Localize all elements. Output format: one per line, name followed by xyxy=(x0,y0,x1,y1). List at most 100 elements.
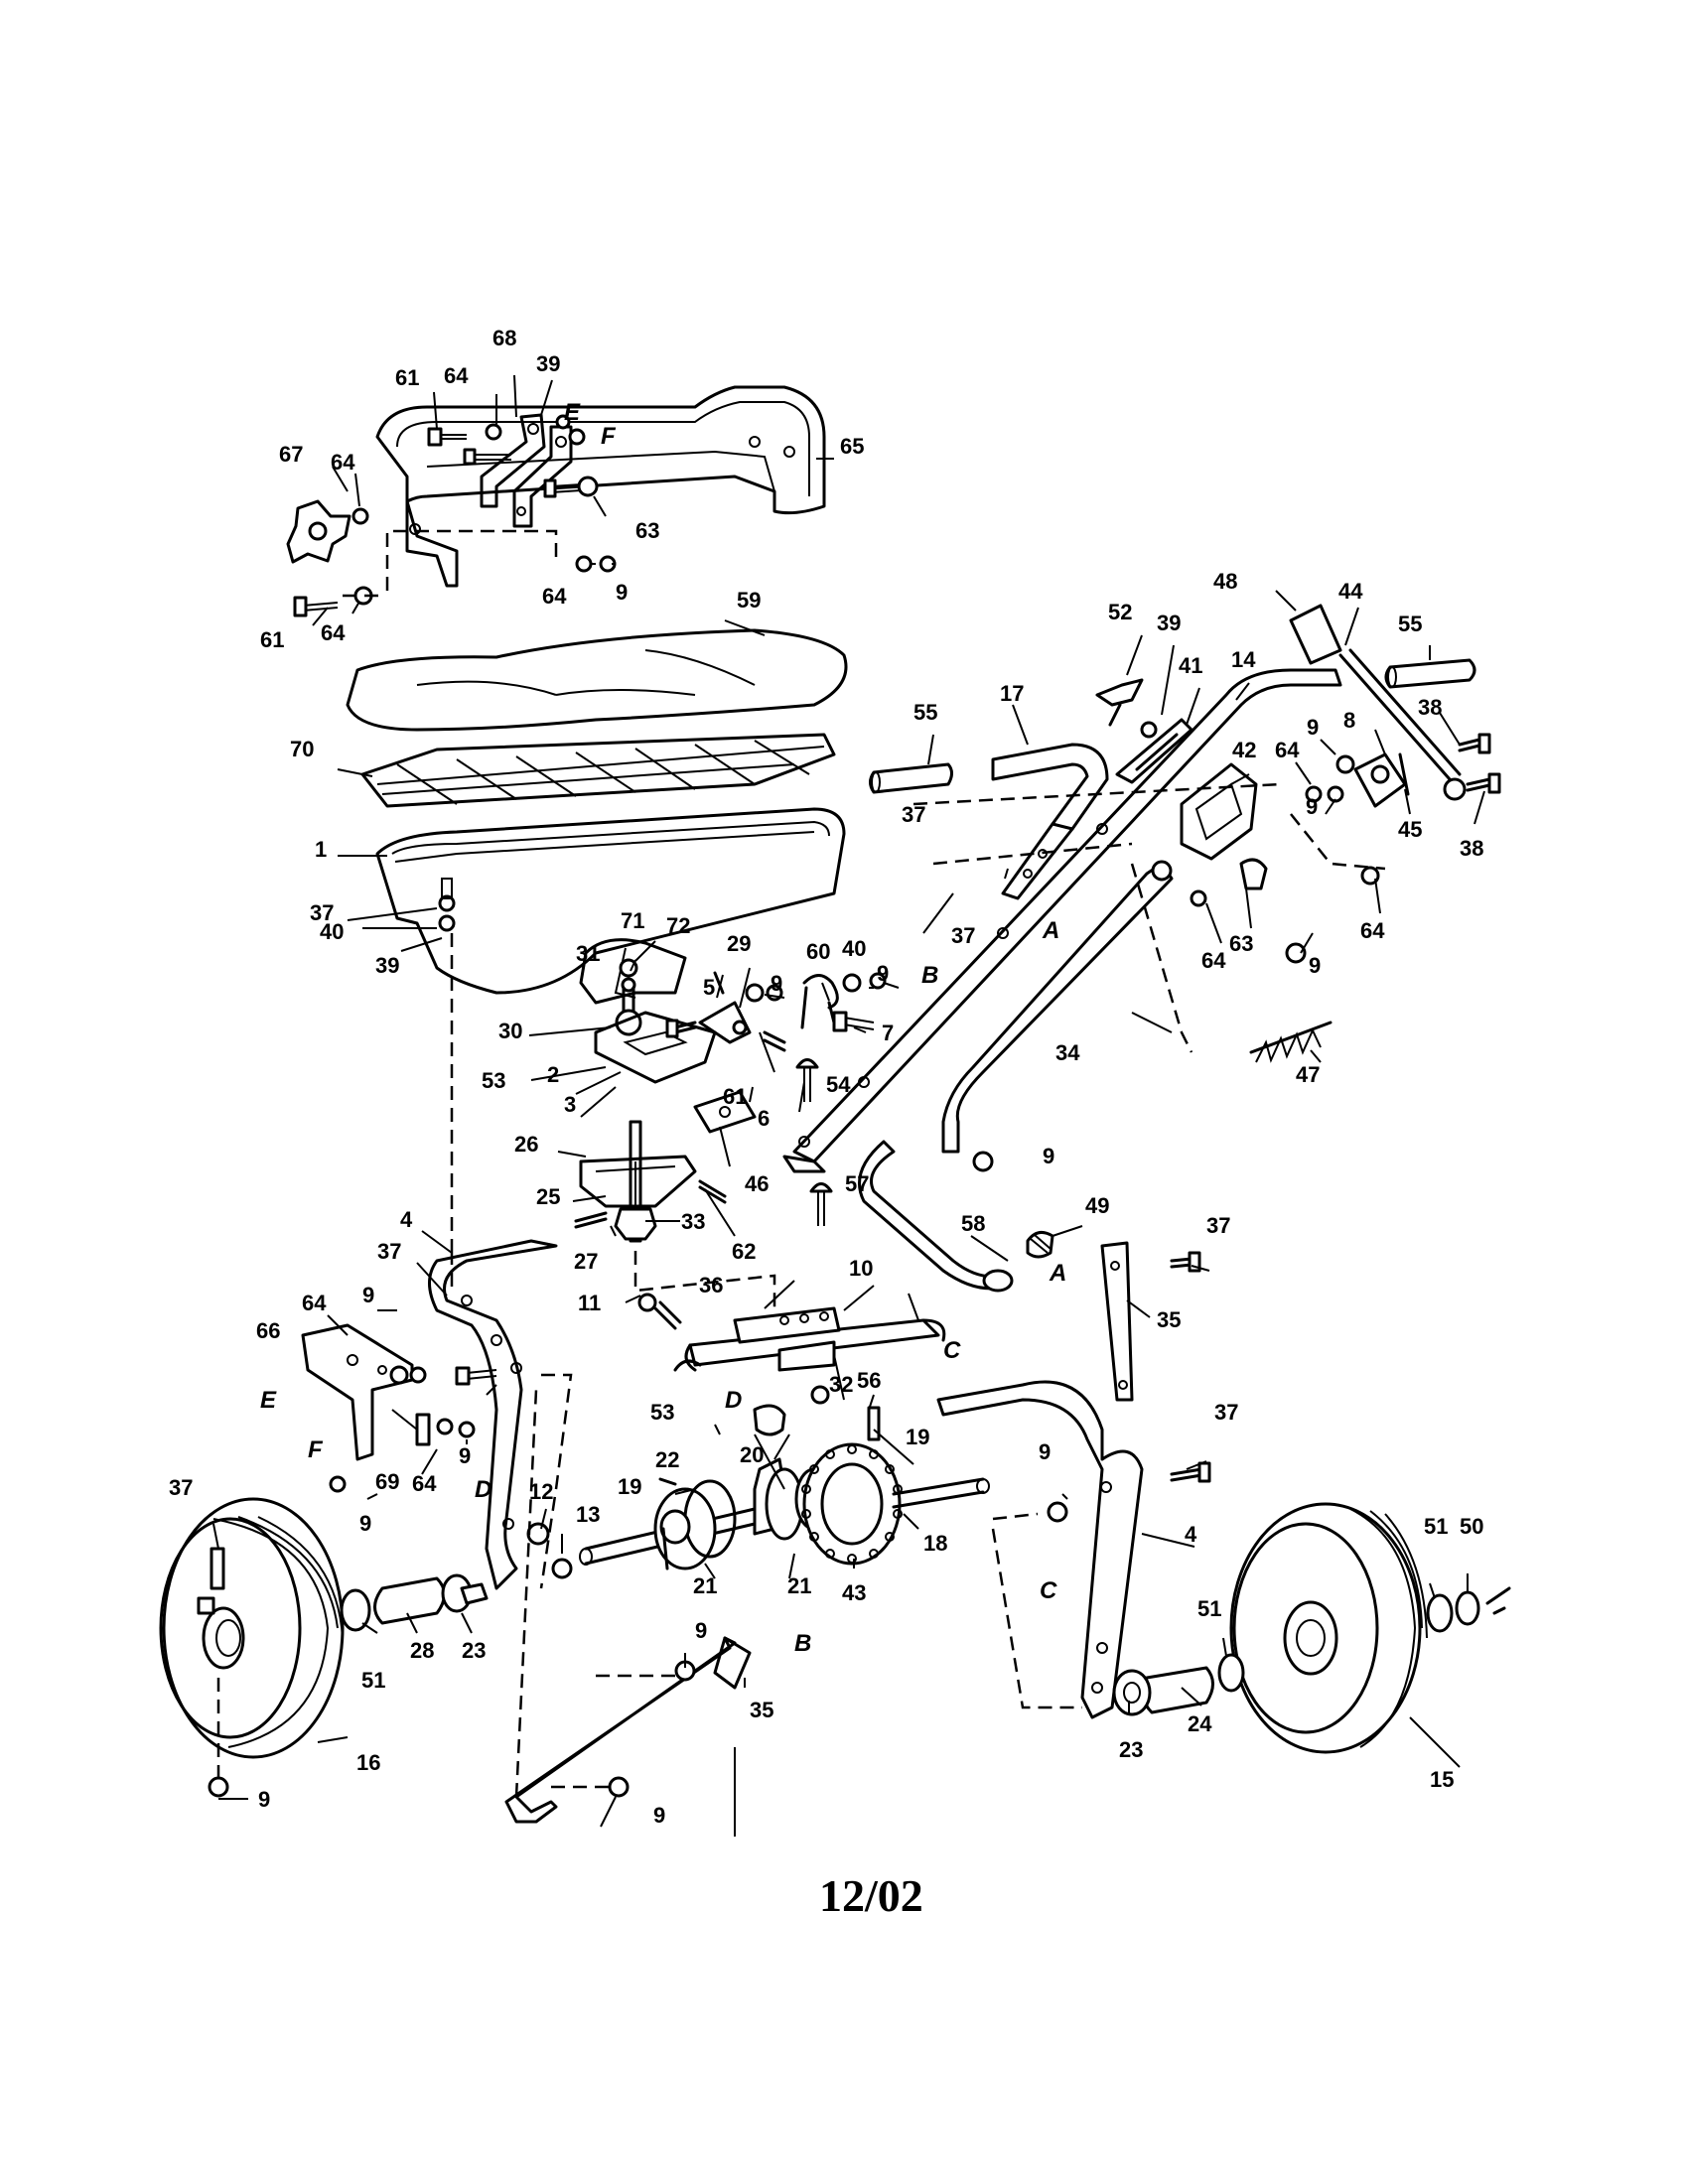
reference-letters: E F E F D D C C A A B B xyxy=(260,399,1066,1657)
ref-letter-B: B xyxy=(921,962,938,989)
callout-45: 45 xyxy=(1398,817,1422,842)
callout-21: 21 xyxy=(693,1573,717,1598)
callout-65: 65 xyxy=(840,434,864,459)
ref-letter-C: C xyxy=(943,1337,961,1364)
callout-37: 37 xyxy=(951,923,975,948)
callout-9: 9 xyxy=(653,1803,665,1828)
callout-64: 64 xyxy=(1360,918,1385,943)
callout-40: 40 xyxy=(320,919,344,944)
callout-37: 37 xyxy=(1206,1213,1230,1238)
callout-70: 70 xyxy=(290,737,314,761)
callout-39: 39 xyxy=(1157,611,1181,635)
callout-9: 9 xyxy=(1309,953,1321,978)
callout-44: 44 xyxy=(1338,579,1363,604)
callout-59: 59 xyxy=(737,588,761,613)
callout-35: 35 xyxy=(1157,1307,1181,1332)
callout-51: 51 xyxy=(361,1668,385,1693)
callout-14: 14 xyxy=(1231,647,1256,672)
callout-60: 60 xyxy=(806,939,830,964)
callout-38: 38 xyxy=(1418,695,1442,720)
ref-letter-D: D xyxy=(475,1476,491,1503)
leader-lines xyxy=(212,374,1485,1837)
callout-48: 48 xyxy=(1213,569,1237,594)
revision-date: 12/02 xyxy=(819,1870,923,1921)
callout-47: 47 xyxy=(1296,1062,1320,1087)
callout-61: 61 xyxy=(723,1084,747,1109)
callout-7: 7 xyxy=(882,1021,894,1045)
callout-39: 39 xyxy=(375,953,399,978)
callout-9: 9 xyxy=(616,580,628,605)
callout-9: 9 xyxy=(771,971,782,996)
callout-35: 35 xyxy=(750,1698,773,1722)
callout-57: 57 xyxy=(845,1171,869,1196)
callout-23: 23 xyxy=(462,1638,486,1663)
callout-53: 53 xyxy=(482,1068,505,1093)
callout-5: 5 xyxy=(703,975,715,1000)
callout-58: 58 xyxy=(961,1211,985,1236)
callout-9: 9 xyxy=(877,961,889,986)
callout-34: 34 xyxy=(1055,1040,1080,1065)
callout-33: 33 xyxy=(681,1209,705,1234)
ref-letter-F: F xyxy=(601,423,617,450)
callout-12: 12 xyxy=(529,1479,553,1504)
ref-letter-B: B xyxy=(794,1630,811,1657)
callout-37: 37 xyxy=(1214,1400,1238,1425)
left-frame-leg xyxy=(301,1239,573,1590)
gate-assembly xyxy=(579,938,887,1134)
callout-64: 64 xyxy=(542,584,567,609)
ref-letter-F: F xyxy=(308,1436,324,1463)
callout-64: 64 xyxy=(444,363,469,388)
callout-21: 21 xyxy=(787,1573,811,1598)
callout-37: 37 xyxy=(902,802,925,827)
callout-8: 8 xyxy=(1343,708,1355,733)
callout-9: 9 xyxy=(695,1618,707,1643)
callout-42: 42 xyxy=(1232,738,1256,762)
callout-23: 23 xyxy=(1119,1737,1143,1762)
ref-letter-A: A xyxy=(1042,917,1059,944)
callout-51: 51 xyxy=(1197,1596,1221,1621)
callout-41: 41 xyxy=(1179,653,1202,678)
callout-28: 28 xyxy=(410,1638,434,1663)
callout-9: 9 xyxy=(459,1443,471,1468)
callout-15: 15 xyxy=(1430,1767,1454,1792)
callout-49: 49 xyxy=(1085,1193,1109,1218)
callout-55: 55 xyxy=(1398,612,1422,636)
callout-37: 37 xyxy=(169,1475,193,1500)
screen xyxy=(360,733,836,808)
callout-32: 32 xyxy=(829,1372,853,1397)
callout-20: 20 xyxy=(740,1442,764,1467)
left-wheel xyxy=(159,1497,489,1798)
callout-64: 64 xyxy=(1275,738,1300,762)
callout-2: 2 xyxy=(547,1062,559,1087)
callout-64: 64 xyxy=(1201,948,1226,973)
ref-letter-E: E xyxy=(564,399,581,426)
impeller xyxy=(450,1120,833,1320)
callout-6: 6 xyxy=(758,1106,770,1131)
handle-assembly xyxy=(782,604,1501,1293)
callout-labels: 68 39 61 64 65 67 64 63 64 9 61 64 59 70… xyxy=(169,326,1483,1828)
callout-50: 50 xyxy=(1460,1514,1483,1539)
callout-64: 64 xyxy=(331,450,355,475)
callout-9: 9 xyxy=(1306,794,1318,819)
callout-68: 68 xyxy=(492,326,516,350)
callout-9: 9 xyxy=(258,1787,270,1812)
ref-letter-D: D xyxy=(725,1387,742,1414)
callout-54: 54 xyxy=(826,1072,851,1097)
callout-43: 43 xyxy=(842,1580,866,1605)
callout-55: 55 xyxy=(913,700,937,725)
callout-29: 29 xyxy=(727,931,751,956)
callout-46: 46 xyxy=(745,1171,769,1196)
callout-40: 40 xyxy=(842,936,866,961)
callout-25: 25 xyxy=(536,1184,560,1209)
callout-16: 16 xyxy=(356,1750,380,1775)
ref-letter-E: E xyxy=(260,1387,277,1414)
callout-39: 39 xyxy=(536,351,560,376)
callout-61: 61 xyxy=(260,627,284,652)
callout-10: 10 xyxy=(849,1256,873,1281)
callout-64: 64 xyxy=(412,1471,437,1496)
callout-4: 4 xyxy=(1185,1522,1197,1547)
callout-31: 31 xyxy=(576,941,600,966)
callout-63: 63 xyxy=(1229,931,1253,956)
callout-4: 4 xyxy=(400,1207,413,1232)
callout-61: 61 xyxy=(395,365,419,390)
